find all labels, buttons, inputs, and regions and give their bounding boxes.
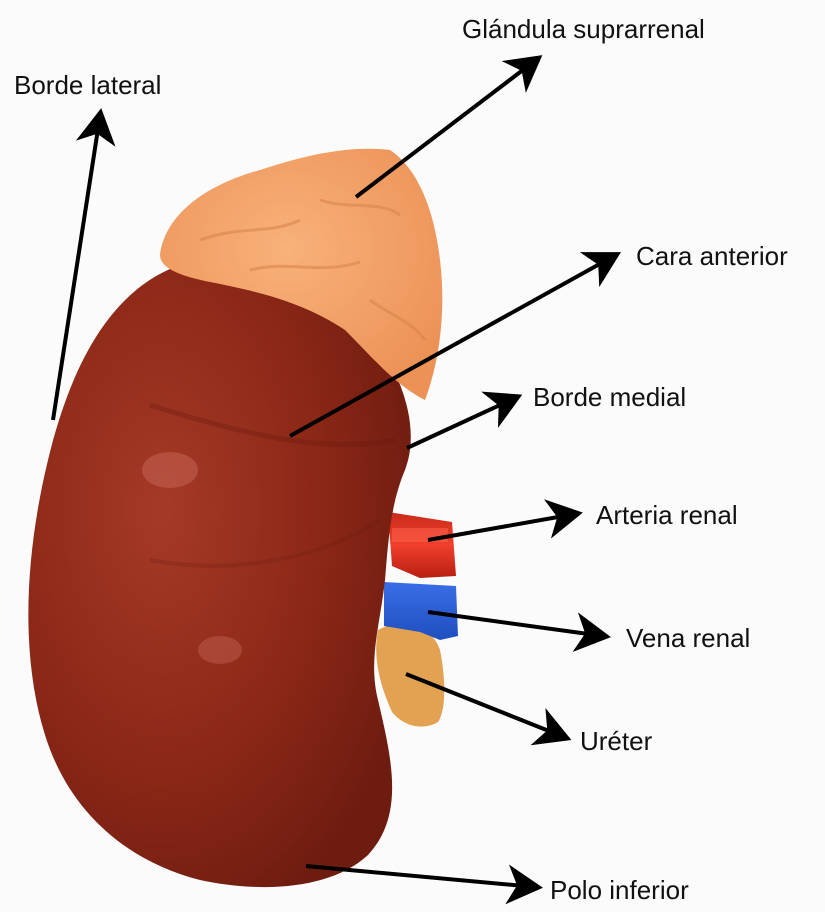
kidney-highlight-upper [142, 452, 198, 488]
renal-artery-shape [388, 512, 456, 578]
arrow-borde-medial [407, 398, 515, 448]
arrow-glandula-suprarrenal [356, 60, 536, 197]
label-arteria-renal: Arteria renal [596, 502, 738, 528]
label-ureter: Uréter [580, 728, 652, 754]
kidney-body [28, 257, 410, 887]
label-vena-renal: Vena renal [626, 625, 750, 651]
label-glandula-suprarrenal: Glándula suprarrenal [462, 16, 705, 42]
label-borde-lateral: Borde lateral [14, 72, 161, 98]
arrow-polo-inferior [306, 866, 535, 887]
kidney-highlight-mid [198, 636, 242, 664]
label-polo-inferior: Polo inferior [550, 877, 689, 903]
label-cara-anterior: Cara anterior [636, 243, 788, 269]
label-borde-medial: Borde medial [533, 384, 686, 410]
